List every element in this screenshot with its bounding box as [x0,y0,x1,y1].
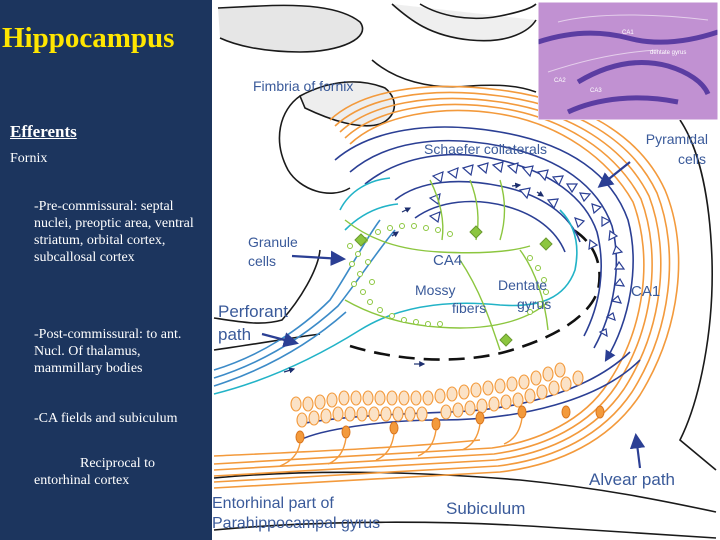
ca4-neurons [354,225,553,347]
brain-outline [213,3,717,539]
dentate-dashed-outline [349,226,601,361]
micrograph-label-ca1: CA1 [622,30,634,36]
section-heading: Efferents [10,122,77,141]
label-mossy-1: Mossy [415,282,455,298]
hippocampus-diagram: Fimbria of fornix Schaefer collaterals P… [212,3,717,539]
label-ca1: CA1 [631,283,660,300]
label-alvear: Alvear path [589,470,675,489]
label-pyramidal-1: Pyramidal [646,131,708,147]
micrograph-label-ca3: CA3 [590,88,602,94]
label-entorhinal-1: Entorhinal part of [212,495,334,512]
pyramidal-cells [428,161,626,338]
alvear-fibers [213,85,680,489]
section-subheading: Fornix [10,151,48,166]
direction-arrows [283,182,544,374]
label-pointers[interactable] [261,161,646,469]
slide-title: Hippocampus [2,22,175,54]
label-schaefer: Schaefer collaterals [424,141,547,157]
label-pyramidal-2: cells [678,151,706,167]
label-subiculum: Subiculum [446,499,525,518]
perforant-path [213,219,396,387]
diagram-labels: Fimbria of fornix Schaefer collaterals P… [212,78,708,532]
label-perforant-1: Perforant [218,302,288,321]
label-ca4: CA4 [433,252,462,269]
pre-commissural-text: -Pre-commissural: septal nuclei, preopti… [34,199,194,265]
post-commissural-text: -Post-commissural: to ant. Nucl. Of thal… [34,327,182,376]
label-entorhinal-2: Parahippocampal gyrus [212,515,380,532]
micrograph-label-ca2: CA2 [554,78,566,84]
label-dentate-2: gyrus [517,296,551,312]
label-perforant-2: path [218,325,251,344]
cyan-pathway [213,177,578,395]
label-mossy-2: fibers [452,300,486,316]
ca-fields-text: -CA fields and subiculum [34,411,178,426]
subiculum-projection-neurons [295,405,605,444]
label-granule-2: cells [248,253,276,269]
label-granule-1: Granule [248,234,298,250]
reciprocal-text: Reciprocal to entorhinal cortex [34,455,208,489]
reciprocal-text-content: Reciprocal to entorhinal cortex [34,456,156,488]
label-dentate-1: Dentate [498,277,547,293]
subiculum-neurons [290,362,584,428]
label-fimbria: Fimbria of fornix [253,78,353,94]
hippocampus-micrograph: CA1 dentate gyrus CA2 CA3 [538,2,718,120]
subiculum-axons [279,417,523,467]
text-panel: Hippocampus Efferents Fornix -Pre-commis… [0,0,212,540]
micrograph-label-dentate: dentate gyrus [650,50,686,56]
